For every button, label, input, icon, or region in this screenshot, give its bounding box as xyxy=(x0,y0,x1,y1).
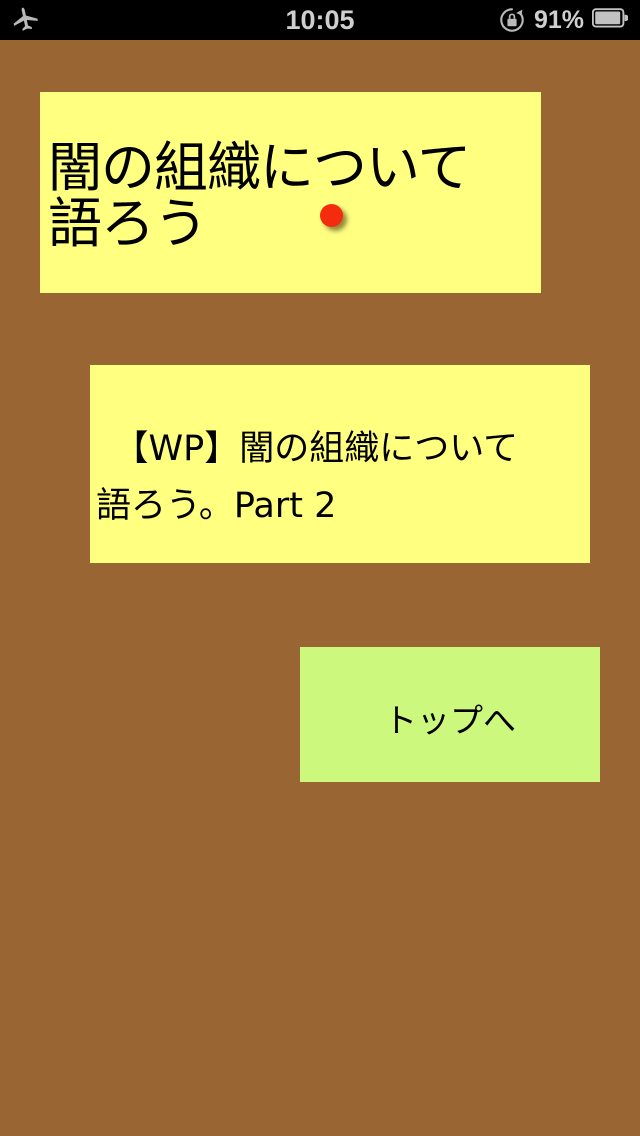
go-to-top-button[interactable]: トップへ xyxy=(300,647,600,782)
thread-title-text[interactable]: 闇の組織について 語ろう xyxy=(48,136,471,255)
battery-percent-label: 91% xyxy=(533,6,584,34)
thread-title-block[interactable]: 闇の組織について 語ろう xyxy=(40,92,541,293)
status-bar-left-group xyxy=(10,0,40,40)
status-bar-center-group: 10:05 xyxy=(0,0,640,40)
status-bar-right-group: 91% xyxy=(498,0,629,40)
thread-part2-link-text[interactable]: 【WP】闇の組織について 語ろう。Part 2 xyxy=(96,429,519,526)
airplane-mode-icon xyxy=(10,5,40,35)
status-bar-clock: 10:05 xyxy=(285,5,355,35)
battery-icon xyxy=(591,7,629,33)
rotation-lock-icon xyxy=(498,6,526,34)
go-to-top-label[interactable]: トップへ xyxy=(384,701,516,740)
red-dot-icon xyxy=(320,204,343,227)
thread-part2-link-block[interactable]: 【WP】闇の組織について 語ろう。Part 2 xyxy=(90,365,590,563)
status-bar: 10:05 91% xyxy=(0,0,640,40)
